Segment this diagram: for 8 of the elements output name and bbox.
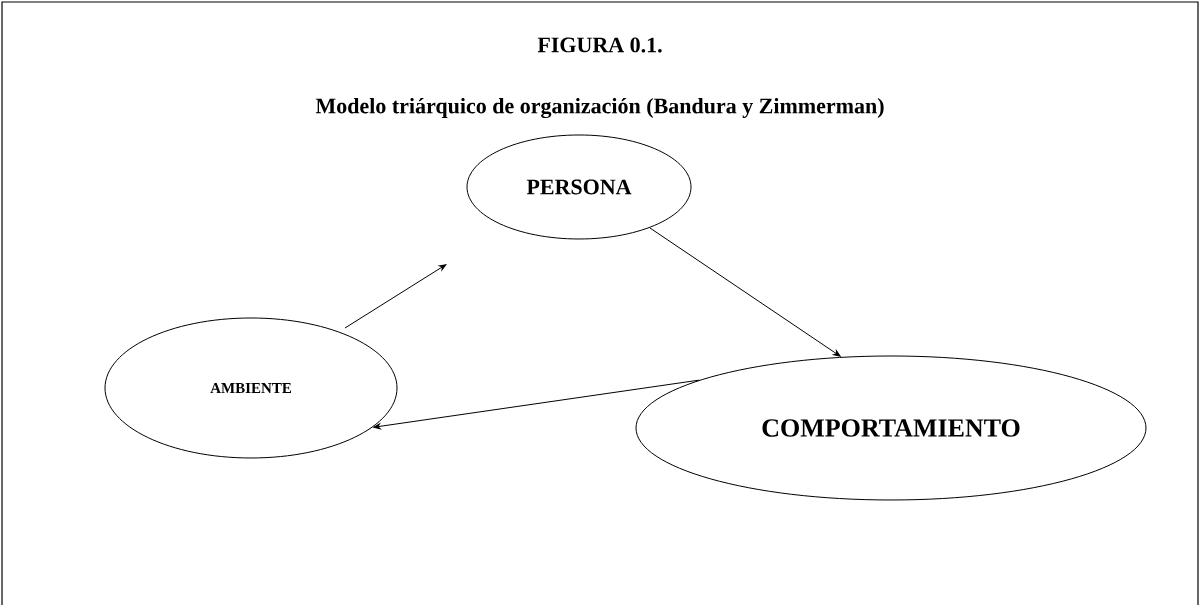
arrow xyxy=(344,264,447,329)
arrow xyxy=(649,227,841,357)
figure-caption: Modelo triárquico de organización (Bandura y Zimmerman) xyxy=(315,97,884,119)
arrow xyxy=(373,379,700,430)
ellipse-node: AMBIENTE xyxy=(104,317,398,459)
ellipse-node: COMPORTAMIENTO xyxy=(635,355,1147,501)
ellipse-node: PERSONA xyxy=(466,134,692,240)
figure-title: FIGURA 0.1. xyxy=(537,37,662,53)
